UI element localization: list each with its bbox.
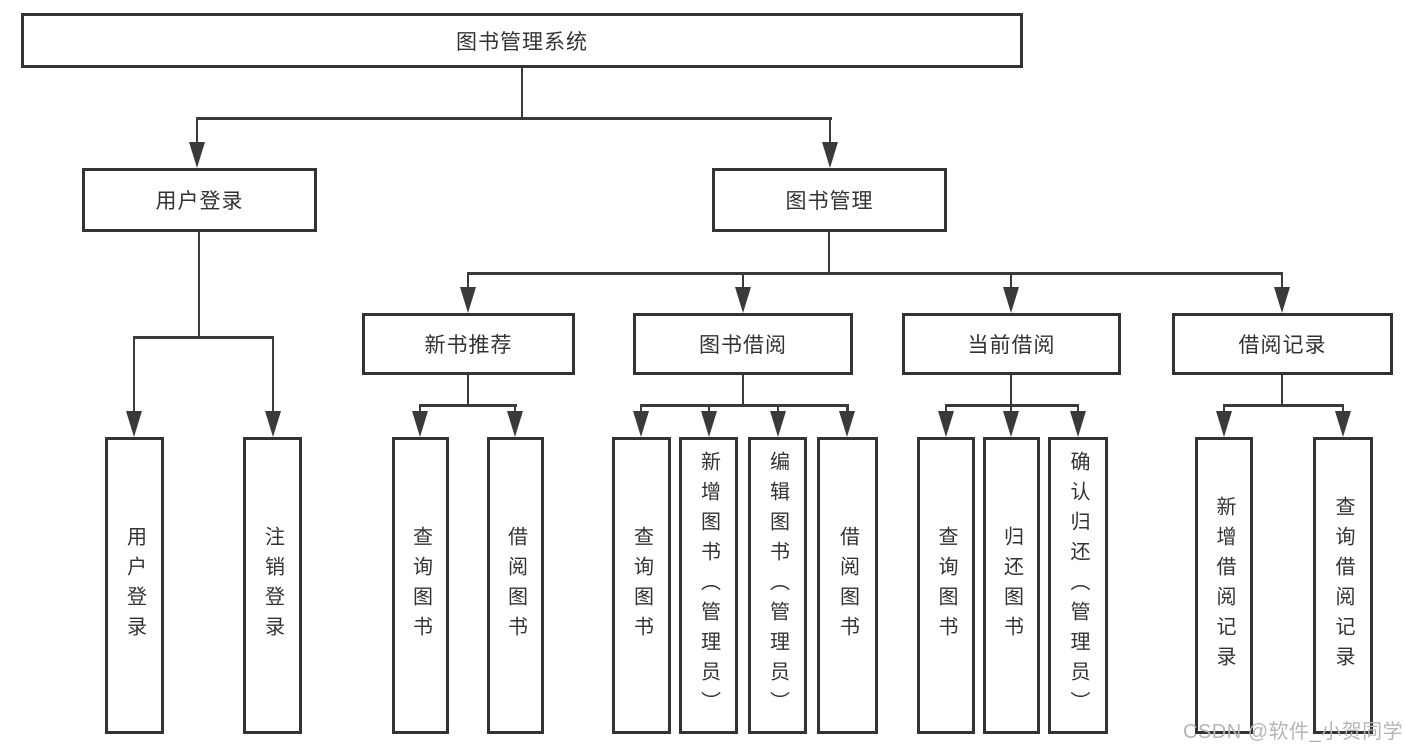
arrow-down-icon — [1274, 287, 1290, 313]
node-label: 新增图书（管理员） — [697, 450, 720, 721]
node-label: 用户登录 — [155, 190, 244, 213]
connector-line — [195, 117, 832, 120]
node-label: 查询图书 — [409, 525, 432, 646]
node-label: 查询图书 — [935, 525, 957, 646]
connector-line — [466, 272, 1283, 275]
node-borrowing-records: 借阅记录 — [1172, 313, 1393, 375]
node-label: 查询图书 — [630, 525, 653, 646]
arrow-down-icon — [633, 411, 649, 437]
arrow-down-icon — [1003, 411, 1019, 437]
arrow-down-icon — [1070, 411, 1086, 437]
connector-line — [132, 336, 274, 339]
connector-line — [1076, 404, 1080, 413]
arrow-down-icon — [735, 287, 751, 313]
node-library-system: 图书管理系统 — [21, 13, 1023, 68]
connector-line — [1222, 404, 1226, 413]
node-label: 借阅图书 — [504, 525, 527, 646]
node-label: 注销登录 — [261, 525, 284, 646]
connector-line — [741, 272, 745, 289]
arrow-down-icon — [460, 287, 476, 313]
connector-line — [827, 232, 831, 274]
connector-line — [944, 404, 948, 413]
arrow-down-icon — [701, 411, 717, 437]
node-label: 当前借阅 — [967, 334, 1056, 357]
leaf-query-borrow-record: 查询借阅记录 — [1313, 437, 1373, 734]
connector-line — [132, 336, 136, 412]
connector-line — [418, 404, 517, 407]
connector-line — [1341, 404, 1345, 413]
node-label: 查询借阅记录 — [1332, 495, 1354, 676]
leaf-user-login: 用户登录 — [105, 437, 164, 734]
node-label: 编辑图书（管理员） — [766, 450, 789, 721]
node-label: 借阅图书 — [836, 525, 859, 646]
connector-line — [271, 336, 275, 412]
node-book-borrowing: 图书借阅 — [633, 313, 853, 375]
arrow-down-icon — [1003, 287, 1019, 313]
connector-line — [466, 272, 470, 289]
connector-line — [418, 404, 422, 413]
connector-line — [639, 404, 848, 407]
node-label: 图书管理 — [785, 190, 874, 213]
arrow-down-icon — [412, 411, 428, 437]
leaf-query-books-current: 查询图书 — [917, 437, 975, 734]
connector-line — [707, 404, 711, 413]
arrow-down-icon — [1216, 411, 1232, 437]
node-new-book-recommend: 新书推荐 — [362, 313, 575, 375]
connector-line — [741, 375, 745, 406]
connector-line — [1009, 375, 1013, 406]
connector-line — [195, 117, 199, 144]
leaf-query-books-recommend: 查询图书 — [392, 437, 449, 734]
node-label: 借阅记录 — [1238, 334, 1327, 357]
arrow-down-icon — [507, 411, 523, 437]
arrow-down-icon — [126, 411, 142, 437]
leaf-borrow-books-recommend: 借阅图书 — [487, 437, 544, 734]
connector-line — [639, 404, 643, 413]
connector-line — [1009, 272, 1013, 289]
arrow-down-icon — [189, 142, 205, 168]
connector-line — [513, 404, 517, 413]
leaf-add-borrow-record: 新增借阅记录 — [1195, 437, 1253, 734]
node-label: 新增借阅记录 — [1213, 495, 1235, 676]
connector-line — [846, 404, 849, 413]
leaf-edit-books-admin: 编辑图书（管理员） — [748, 437, 807, 734]
node-label: 用户登录 — [123, 525, 146, 646]
node-user-login: 用户登录 — [82, 168, 317, 232]
node-label: 图书管理系统 — [456, 30, 588, 54]
arrow-down-icon — [1335, 411, 1351, 437]
leaf-borrow-books: 借阅图书 — [817, 437, 878, 734]
arrow-down-icon — [770, 411, 786, 437]
node-label: 归还图书 — [1000, 525, 1023, 646]
connector-line — [1280, 375, 1284, 406]
node-label: 确认归还（管理员） — [1067, 450, 1089, 721]
arrow-down-icon — [938, 411, 954, 437]
connector-line — [1280, 272, 1284, 289]
leaf-return-books: 归还图书 — [983, 437, 1040, 734]
node-current-borrowing: 当前借阅 — [902, 313, 1121, 375]
connector-line — [828, 117, 832, 144]
connector-line — [466, 375, 470, 406]
connector-line — [197, 232, 201, 338]
arrow-down-icon — [265, 411, 281, 437]
connector-line — [520, 68, 524, 119]
watermark: CSDN @软件_小贺同学 — [1183, 721, 1404, 743]
leaf-add-books-admin: 新增图书（管理员） — [679, 437, 738, 734]
connector-line — [1009, 404, 1013, 413]
node-label: 新书推荐 — [424, 334, 513, 357]
node-label: 图书借阅 — [699, 334, 787, 357]
leaf-logout: 注销登录 — [243, 437, 302, 734]
connector-line — [1222, 404, 1344, 407]
leaf-query-books-borrowing: 查询图书 — [612, 437, 671, 734]
connector-line — [776, 404, 780, 413]
node-book-management: 图书管理 — [712, 168, 947, 232]
arrow-down-icon — [839, 411, 855, 437]
arrow-down-icon — [822, 142, 838, 168]
leaf-confirm-return-admin: 确认归还（管理员） — [1048, 437, 1108, 734]
